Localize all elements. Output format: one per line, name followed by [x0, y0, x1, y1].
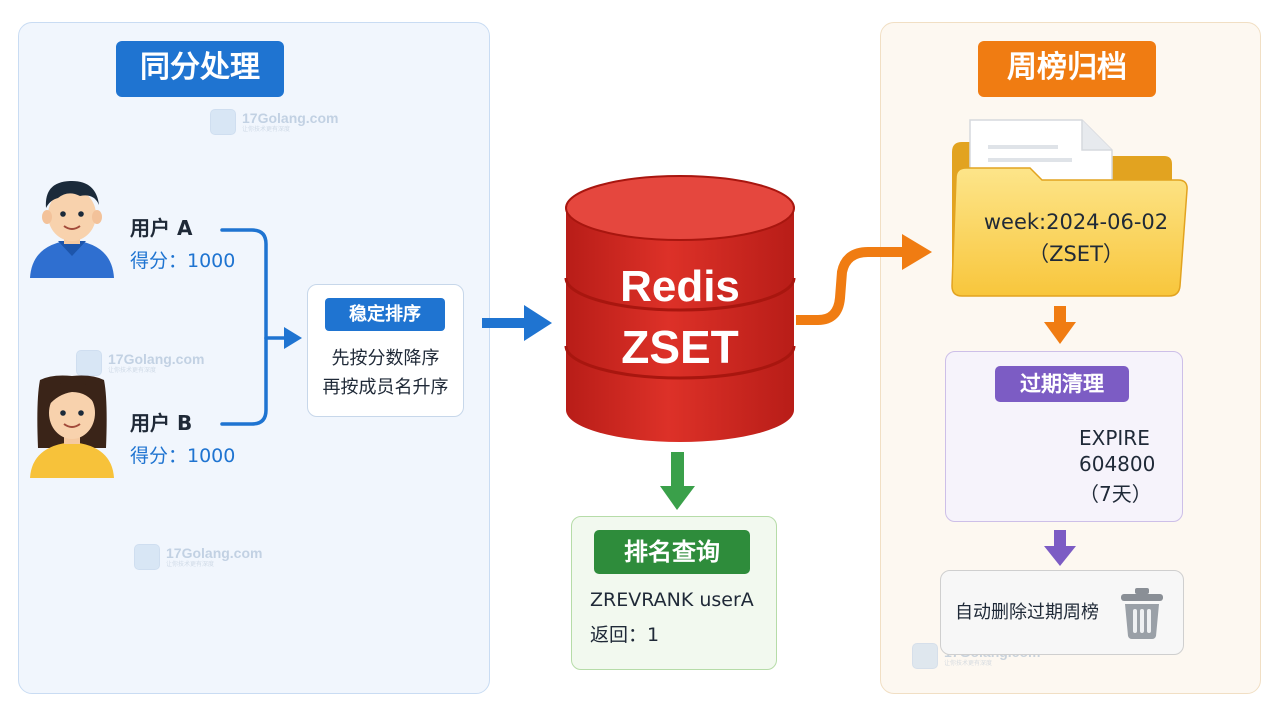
- folder-icon: [951, 119, 1188, 297]
- watermark-sub: 让你技术更有深度: [166, 561, 215, 568]
- user-b-name: 用户 B: [130, 411, 193, 435]
- query-result: 返回：1: [590, 624, 660, 646]
- auto-delete-text: 自动删除过期周榜: [955, 602, 1099, 623]
- arrow-to-expire: [1044, 306, 1076, 344]
- expire-command: EXPIRE: [1079, 426, 1150, 450]
- arrow-to-query: [660, 452, 695, 510]
- arrow-to-redis: [482, 305, 552, 341]
- user-b-score: 得分：1000: [130, 445, 236, 467]
- user-a-name: 用户 A: [130, 216, 193, 240]
- expire-days: （7天）: [1079, 482, 1152, 506]
- watermark-text: 17Golang.com: [242, 110, 339, 126]
- rank-query-tag: 排名查询: [594, 530, 750, 574]
- watermark-text: 17Golang.com: [108, 351, 205, 367]
- watermark-logo-icon: [134, 544, 160, 570]
- sort-rule-line-2: 再按成员名升序: [322, 377, 449, 398]
- redis-label: Redis: [620, 262, 740, 311]
- zset-label: ZSET: [621, 321, 739, 373]
- watermark-sub: 让你技术更有深度: [108, 367, 157, 374]
- sort-rule-line-1: 先按分数降序: [331, 348, 440, 369]
- expire-seconds: 604800: [1079, 452, 1156, 476]
- folder-type: （ZSET）: [1028, 242, 1124, 266]
- watermark-sub: 让你技术更有深度: [944, 660, 993, 667]
- expire-cleanup-tag: 过期清理: [995, 366, 1129, 402]
- arrow-to-delete: [1044, 530, 1076, 566]
- tie-handling-title: 同分处理: [116, 41, 284, 97]
- weekly-archive-title: 周榜归档: [978, 41, 1156, 97]
- watermark-text: 17Golang.com: [166, 545, 263, 561]
- arrow-to-archive: [796, 234, 932, 325]
- watermark-logo-icon: [912, 643, 938, 669]
- database-icon: [564, 175, 796, 442]
- user-a-score: 得分：1000: [130, 250, 236, 272]
- user-girl-icon: [30, 375, 114, 478]
- arrow-to-sort: [284, 327, 302, 349]
- query-command: ZREVRANK userA: [590, 589, 754, 611]
- watermark-sub: 让你技术更有深度: [242, 126, 291, 133]
- trash-icon: [1121, 588, 1163, 639]
- folder-week-key: week:2024-06-02: [983, 210, 1169, 234]
- stable-sort-tag: 稳定排序: [325, 298, 445, 331]
- watermark-logo-icon: [210, 109, 236, 135]
- watermark-logo-icon: [76, 350, 102, 376]
- user-boy-icon: [30, 180, 114, 278]
